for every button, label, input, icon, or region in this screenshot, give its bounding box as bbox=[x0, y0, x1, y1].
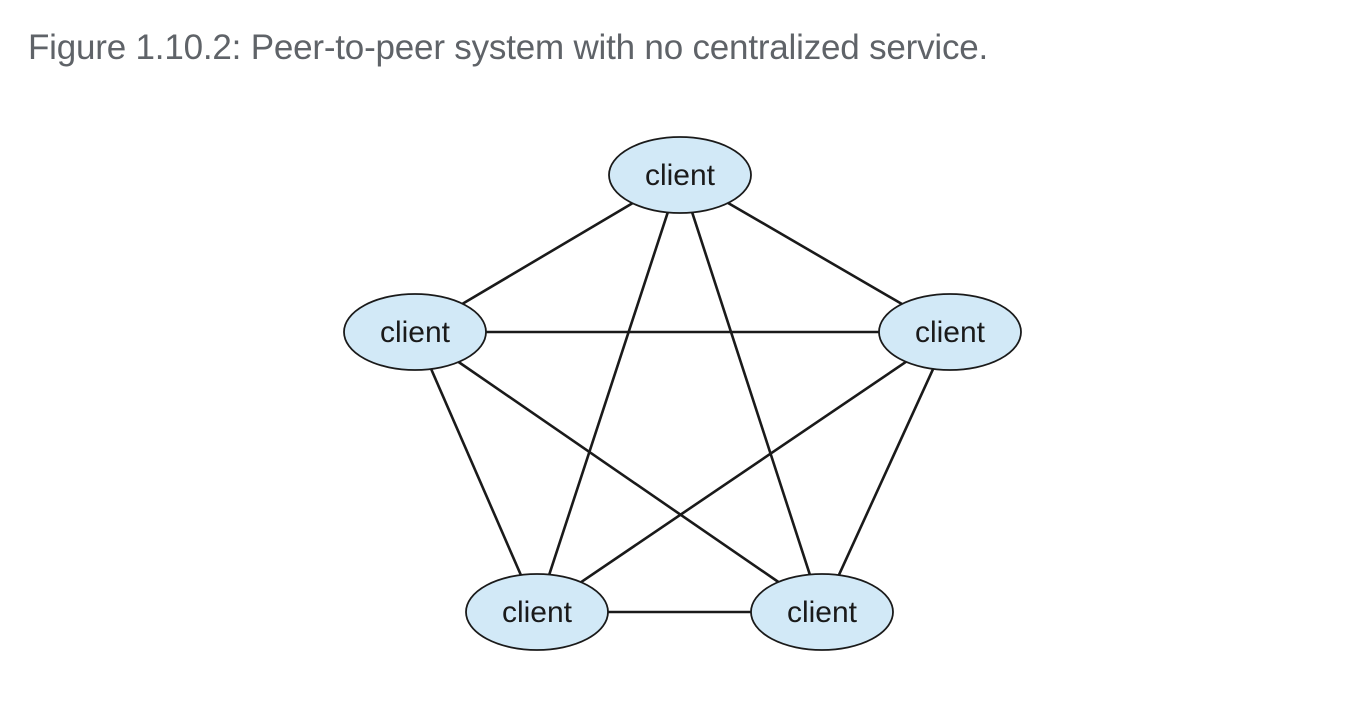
edge-right-to-bottom-right bbox=[837, 368, 935, 576]
client-node-label: client bbox=[502, 596, 573, 629]
client-node-shape bbox=[878, 293, 1022, 371]
client-node-label: client bbox=[787, 596, 858, 629]
edge-top-to-bottom-right bbox=[690, 212, 812, 575]
figure-caption: Figure 1.10.2: Peer-to-peer system with … bbox=[28, 28, 989, 67]
client-node-top: client bbox=[608, 136, 752, 214]
client-node-label: client bbox=[645, 159, 716, 192]
edge-top-to-right bbox=[727, 201, 903, 306]
edge-top-to-bottom-left bbox=[548, 212, 669, 575]
client-node-shape bbox=[465, 573, 609, 651]
client-node-right: client bbox=[878, 293, 1022, 371]
client-node-shape bbox=[608, 136, 752, 214]
edges-layer bbox=[429, 201, 935, 614]
client-node-bottom-right: client bbox=[750, 573, 894, 651]
client-node-label: client bbox=[915, 316, 986, 349]
client-node-shape bbox=[750, 573, 894, 651]
client-node-bottom-left: client bbox=[465, 573, 609, 651]
edge-top-to-left bbox=[461, 202, 634, 305]
client-node-left: client bbox=[343, 293, 487, 371]
client-node-label: client bbox=[380, 316, 451, 349]
client-node-shape bbox=[343, 293, 487, 371]
edge-left-to-bottom-right bbox=[457, 360, 780, 584]
edge-left-to-bottom-left bbox=[429, 368, 523, 576]
edge-right-to-bottom-left bbox=[580, 360, 907, 584]
nodes-layer: client client client client client bbox=[343, 136, 1022, 651]
